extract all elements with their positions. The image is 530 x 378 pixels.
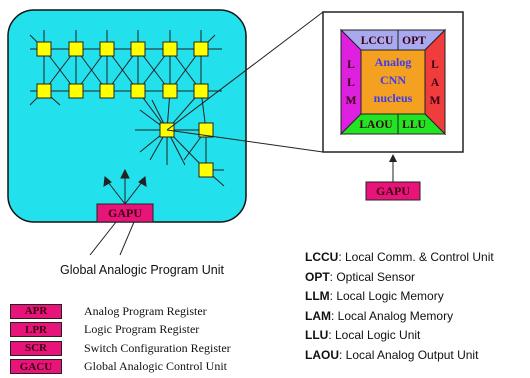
cell-node: [130, 41, 146, 57]
cell-node: [193, 41, 209, 57]
laou-desc: : Local Analog Output Unit: [339, 347, 479, 362]
legend-row-apr: APR Analog Program Register: [10, 302, 231, 321]
gacu-abbr: GACU: [10, 359, 62, 375]
unit-legend: LCCU: Local Comm. & Control Unit OPT: Op…: [305, 248, 494, 365]
cell-node: [162, 41, 178, 57]
zoom-line-bottom: [166, 129, 324, 153]
llm-desc: : Local Logic Memory: [329, 289, 444, 303]
gapu-label-left: GAPU: [108, 206, 142, 220]
cell-node: [99, 83, 115, 99]
lccu-label: LCCU: [361, 35, 394, 47]
lpr-desc: Logic Program Register: [84, 322, 200, 337]
legend-row-gacu: GACU Global Analogic Control Unit: [10, 358, 231, 377]
register-legend: APR Analog Program Register LPR Logic Pr…: [10, 302, 231, 376]
opt-desc: : Optical Sensor: [329, 269, 416, 284]
apr-desc: Analog Program Register: [84, 303, 207, 318]
gapu-box-right: [365, 181, 421, 201]
nucleus-line-2: CNN: [380, 73, 406, 87]
scr-abbr: SCR: [10, 340, 62, 356]
lam-letter-2: A: [431, 77, 440, 89]
cell-node: [36, 83, 52, 99]
cell-node: [68, 41, 84, 57]
gapu-label-right: GAPU: [376, 184, 410, 198]
opt-abbr: OPT: [305, 269, 330, 284]
legend-row-lam: LAM: Local Analog Memory: [305, 307, 494, 327]
laou-label: LAOU: [359, 119, 393, 131]
cell-node: [193, 83, 209, 99]
legend-row-laou: LAOU: Local Analog Output Unit: [305, 346, 494, 366]
lam-abbr: LAM: [305, 308, 331, 323]
cell-node: [36, 41, 52, 57]
llu-desc: : Local Logic Unit: [328, 328, 421, 342]
llu-label: LLU: [402, 119, 426, 131]
scr-desc: Switch Configuration Register: [84, 340, 231, 355]
gapu-caption: Global Analogic Program Unit: [60, 263, 224, 277]
legend-row-lccu: LCCU: Local Comm. & Control Unit: [305, 248, 494, 268]
lpr-abbr: LPR: [10, 322, 62, 338]
lam-letter-3: M: [430, 95, 441, 107]
cell-node: [162, 83, 178, 99]
gapu-input-arrowhead: [389, 154, 397, 162]
cell-node: [198, 162, 214, 178]
legend-row-llm: LLM: Local Logic Memory: [305, 287, 494, 307]
cell-node: [68, 83, 84, 99]
lam-desc: : Local Analog Memory: [331, 308, 454, 323]
caption-callout: [89, 221, 135, 256]
gacu-desc: Global Analogic Control Unit: [84, 359, 227, 374]
llu-abbr: LLU: [305, 328, 329, 342]
array-cells: [36, 41, 214, 178]
cell-node: [130, 83, 146, 99]
nucleus-line-1: Analog: [375, 55, 412, 69]
gapu-box-left: [96, 203, 154, 223]
cell-node: [198, 122, 214, 138]
analog-cnn-nucleus: [360, 49, 426, 115]
llm-letter-2: L: [347, 77, 355, 89]
laou-abbr: LAOU: [305, 347, 339, 362]
opt-label: OPT: [402, 35, 426, 47]
legend-row-scr: SCR Switch Configuration Register: [10, 339, 231, 358]
magnified-cell: [322, 11, 464, 153]
legend-row-opt: OPT: Optical Sensor: [305, 268, 494, 288]
zoom-line-top: [166, 11, 324, 131]
lccu-desc: : Local Comm. & Control Unit: [338, 250, 494, 264]
gapu-output-arrows: [103, 168, 147, 205]
lam-letter-1: L: [431, 59, 439, 71]
lccu-abbr: LCCU: [305, 250, 339, 264]
apr-abbr: APR: [10, 303, 62, 319]
legend-row-llu: LLU: Local Logic Unit: [305, 326, 494, 346]
cell-node: [99, 41, 115, 57]
nucleus-line-3: nucleus: [374, 91, 413, 105]
llm-letter-3: M: [346, 95, 357, 107]
llm-letter-1: L: [347, 59, 355, 71]
llm-abbr: LLM: [305, 289, 330, 303]
legend-row-lpr: LPR Logic Program Register: [10, 321, 231, 340]
